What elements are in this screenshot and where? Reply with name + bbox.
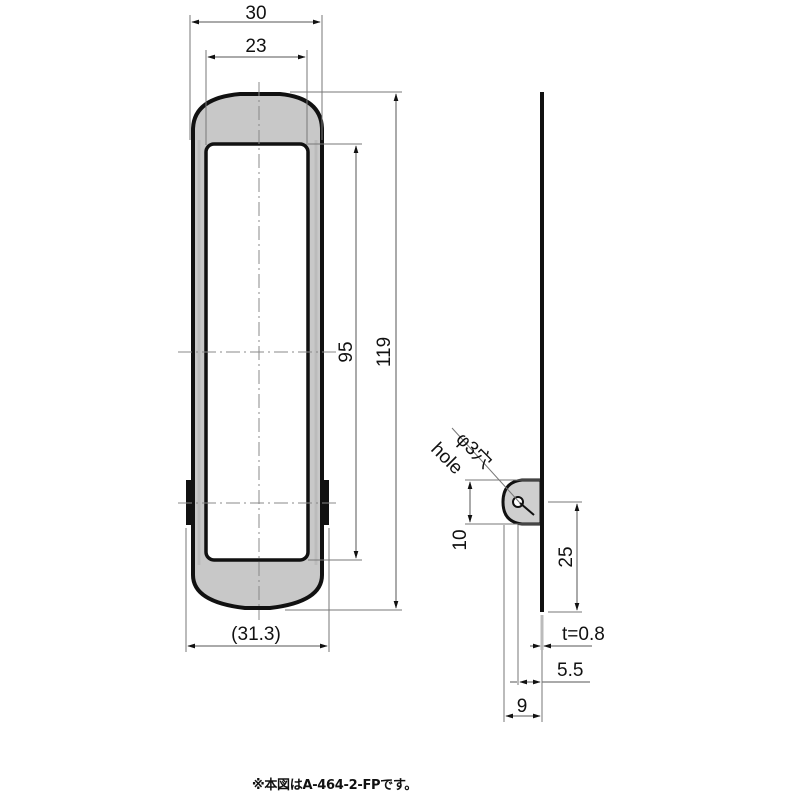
dim-inner-width: 23 bbox=[245, 36, 266, 57]
dim-overall-height: 119 bbox=[374, 337, 395, 367]
dim-hole-offset: 10 bbox=[450, 529, 471, 550]
front-view: 30 23 95 119 (31.3) bbox=[178, 3, 402, 652]
dim-tab-length: 25 bbox=[556, 546, 577, 567]
dim-thickness: t=0.8 bbox=[562, 624, 605, 645]
dim-bottom-width: (31.3) bbox=[231, 624, 281, 645]
dim-depth-outer: 9 bbox=[517, 696, 528, 717]
truncated-note-line bbox=[255, 794, 595, 800]
dim-depth-inner: 5.5 bbox=[557, 660, 583, 681]
dim-overall-width: 30 bbox=[245, 3, 266, 24]
drawing-note: ※本図はA-464-2-FPです。 bbox=[252, 778, 418, 793]
side-view: φ3穴 hole 10 25 t=0.8 5.5 9 bbox=[426, 92, 605, 722]
dim-inner-height: 95 bbox=[336, 341, 357, 362]
